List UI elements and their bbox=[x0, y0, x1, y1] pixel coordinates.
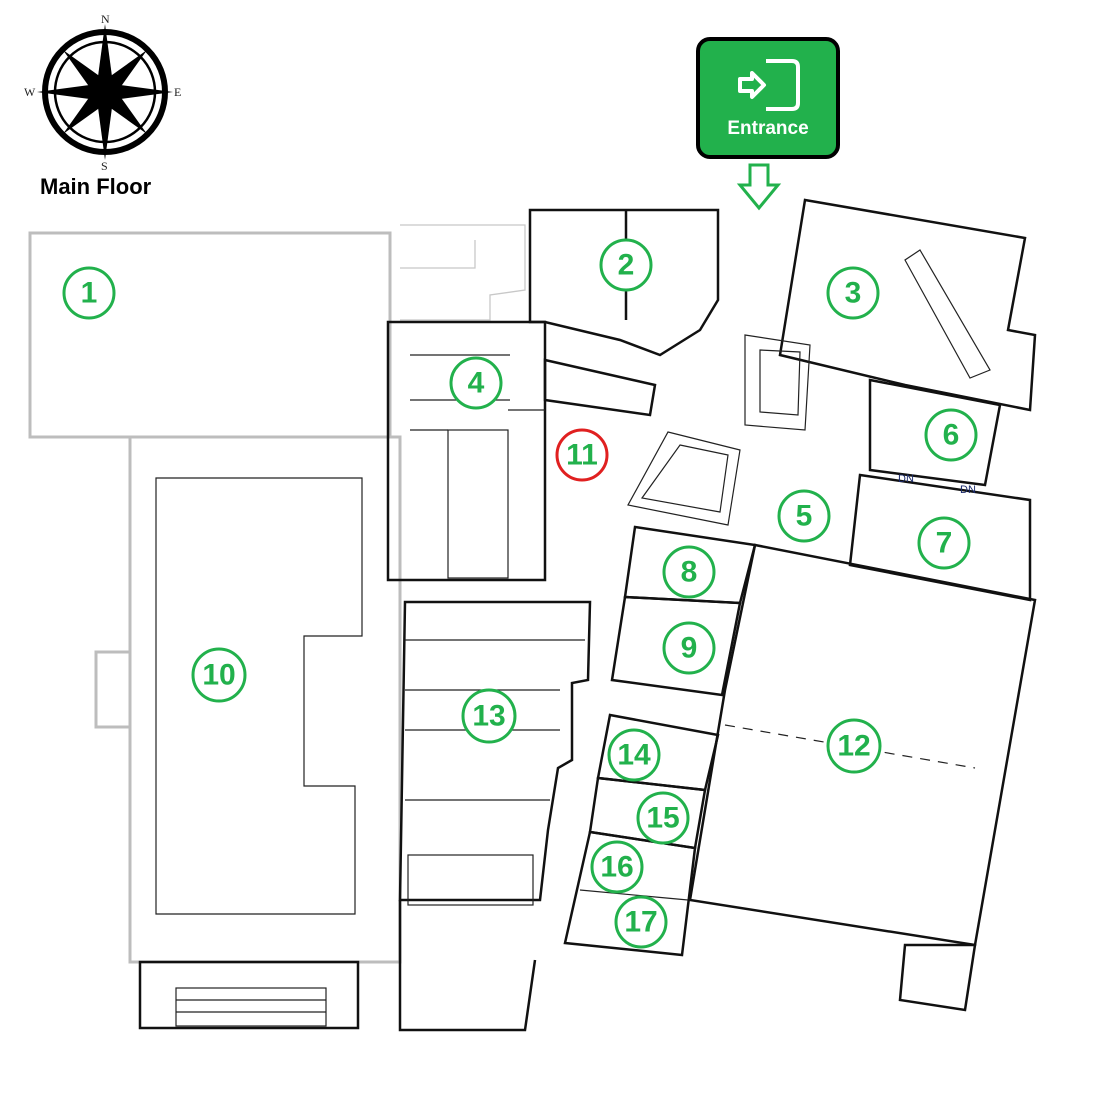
room-number: 10 bbox=[202, 659, 235, 692]
room-number: 9 bbox=[681, 632, 698, 665]
room-marker-10[interactable]: 10 bbox=[191, 647, 247, 703]
enter-door-icon bbox=[738, 59, 800, 111]
stair-down-label: DN bbox=[960, 484, 976, 496]
compass-south-label: S bbox=[101, 159, 108, 173]
room-marker-7[interactable]: 7 bbox=[917, 516, 971, 570]
room-number: 16 bbox=[600, 851, 633, 884]
room-marker-17[interactable]: 17 bbox=[614, 895, 668, 949]
room-marker-2[interactable]: 2 bbox=[599, 238, 653, 292]
compass-rose-icon: N E S W bbox=[24, 12, 181, 173]
compass-east-label: E bbox=[174, 85, 181, 99]
entrance-sign[interactable]: Entrance bbox=[696, 37, 840, 159]
room-number: 8 bbox=[681, 556, 698, 589]
room-marker-16[interactable]: 16 bbox=[590, 840, 644, 894]
room-marker-1[interactable]: 1 bbox=[62, 266, 116, 320]
room-number: 4 bbox=[468, 367, 485, 400]
room-marker-11-highlighted[interactable]: 11 bbox=[555, 428, 609, 482]
room-number: 14 bbox=[617, 739, 651, 772]
stair-down-label: DN bbox=[898, 473, 914, 485]
room-number: 1 bbox=[81, 277, 98, 310]
entrance-label: Entrance bbox=[727, 118, 809, 139]
room-marker-12[interactable]: 12 bbox=[826, 718, 882, 774]
compass-north-label: N bbox=[101, 12, 110, 26]
room-marker-9[interactable]: 9 bbox=[662, 621, 716, 675]
compass-west-label: W bbox=[24, 85, 36, 99]
building-west bbox=[28, 224, 526, 1030]
floor-title: Main Floor bbox=[40, 174, 152, 199]
room-marker-15[interactable]: 15 bbox=[636, 791, 690, 845]
room-number: 2 bbox=[618, 249, 635, 282]
room-marker-4[interactable]: 4 bbox=[449, 356, 503, 410]
room-number: 12 bbox=[837, 730, 870, 763]
room-number: 3 bbox=[845, 277, 862, 310]
room-number: 17 bbox=[624, 906, 657, 939]
room-number: 11 bbox=[566, 439, 598, 472]
room-marker-14[interactable]: 14 bbox=[607, 728, 661, 782]
room-number: 6 bbox=[943, 419, 960, 452]
room-number: 13 bbox=[472, 700, 505, 733]
entrance-arrow-icon bbox=[736, 163, 782, 211]
room-number: 15 bbox=[646, 802, 679, 835]
room-number: 7 bbox=[936, 527, 953, 560]
room-marker-3[interactable]: 3 bbox=[826, 266, 880, 320]
room-marker-6[interactable]: 6 bbox=[924, 408, 978, 462]
room-marker-8[interactable]: 8 bbox=[662, 545, 716, 599]
room-marker-13[interactable]: 13 bbox=[461, 688, 517, 744]
room-number: 5 bbox=[796, 500, 813, 533]
building-central bbox=[386, 198, 1037, 1032]
room-marker-5[interactable]: 5 bbox=[777, 489, 831, 543]
